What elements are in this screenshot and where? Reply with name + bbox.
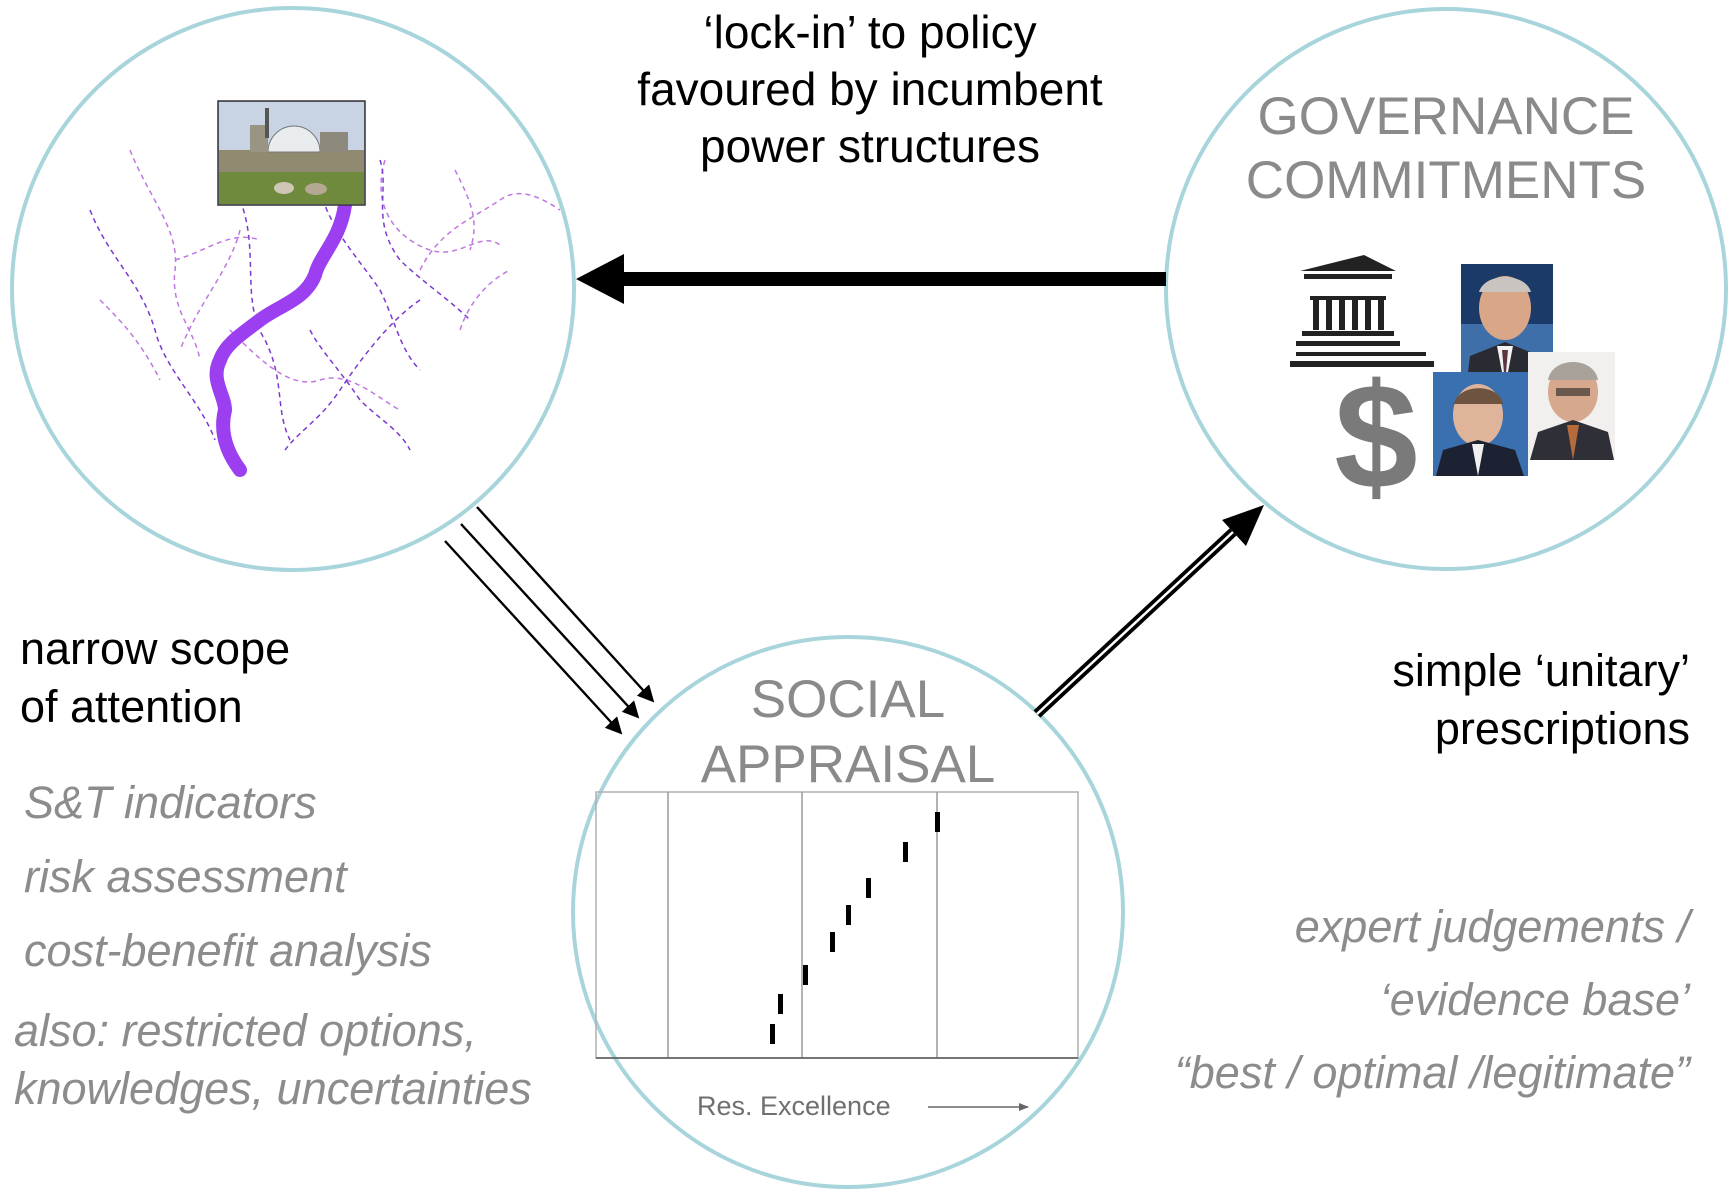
method-item: S&T indicators	[24, 777, 317, 828]
expert-judgements-item: expert judgements /	[1294, 901, 1690, 952]
narrow-scope-line2: of attention	[20, 681, 243, 732]
prescriptions-line1: simple ‘unitary’	[1392, 645, 1690, 696]
prescriptions-line2: prescriptions	[1434, 703, 1690, 754]
best-optimal-item: “best / optimal /legitimate”	[1174, 1047, 1690, 1098]
appraisal-tick-mark	[903, 842, 908, 862]
appraisal-tick-mark	[846, 905, 851, 925]
evidence-base-item: ‘evidence base’	[1379, 974, 1690, 1025]
governance-title-line1: GOVERNANCE	[1258, 87, 1635, 146]
also-line2: knowledges, uncertainties	[14, 1063, 532, 1114]
lock-in-caption-line1: ‘lock-in’ to policy	[703, 6, 1037, 58]
locked-in-pathway	[209, 198, 352, 477]
unitary-prescriptions-heading: simple ‘unitary’ prescriptions	[1392, 642, 1690, 758]
narrow-scope-heading: narrow scope of attention	[20, 620, 290, 736]
method-item: risk assessment	[24, 851, 347, 902]
right-item-list: expert judgements / ‘evidence base’ “bes…	[1175, 890, 1690, 1109]
appraisal-tick-mark	[803, 965, 808, 985]
governance-title-line2: COMMITMENTS	[1246, 151, 1646, 210]
pathways-circle	[10, 6, 576, 572]
appraisal-tick-mark	[778, 994, 783, 1014]
lock-in-caption-line2: favoured by incumbent	[637, 63, 1103, 115]
appraisal-tick-mark	[866, 878, 871, 898]
power-station-photo	[217, 100, 366, 206]
social-appraisal-title-line1: SOCIAL	[751, 670, 945, 729]
chart-axis-label: Res. Excellence	[697, 1091, 891, 1121]
appraisal-tick-mark	[830, 932, 835, 952]
appraisal-tick-mark	[935, 812, 940, 832]
narrow-scope-arrows	[444, 506, 655, 735]
also-line1: also: restricted options,	[14, 1005, 477, 1056]
appraisal-tick-mark	[770, 1024, 775, 1044]
left-also-note: also: restricted options, knowledges, un…	[14, 1002, 532, 1118]
social-appraisal-title-line2: APPRAISAL	[701, 735, 996, 794]
left-method-list: S&T indicators risk assessment cost-bene…	[24, 766, 432, 988]
lock-in-caption: ‘lock-in’ to policy favoured by incumben…	[600, 4, 1140, 175]
portrait-photo-3	[1528, 352, 1615, 460]
portrait-photo-2	[1433, 372, 1528, 476]
lock-in-caption-line3: power structures	[699, 120, 1040, 172]
dollar-icon: $	[1334, 352, 1417, 520]
prescription-arrow	[1033, 505, 1264, 718]
dashed-pathways	[89, 149, 561, 451]
method-item: cost-benefit analysis	[24, 925, 432, 976]
appraisal-chart: Res. Excellence	[595, 791, 1079, 1121]
narrow-scope-line1: narrow scope	[20, 623, 291, 674]
government-building-icon	[1290, 255, 1434, 367]
lock-in-arrowhead	[576, 254, 624, 304]
